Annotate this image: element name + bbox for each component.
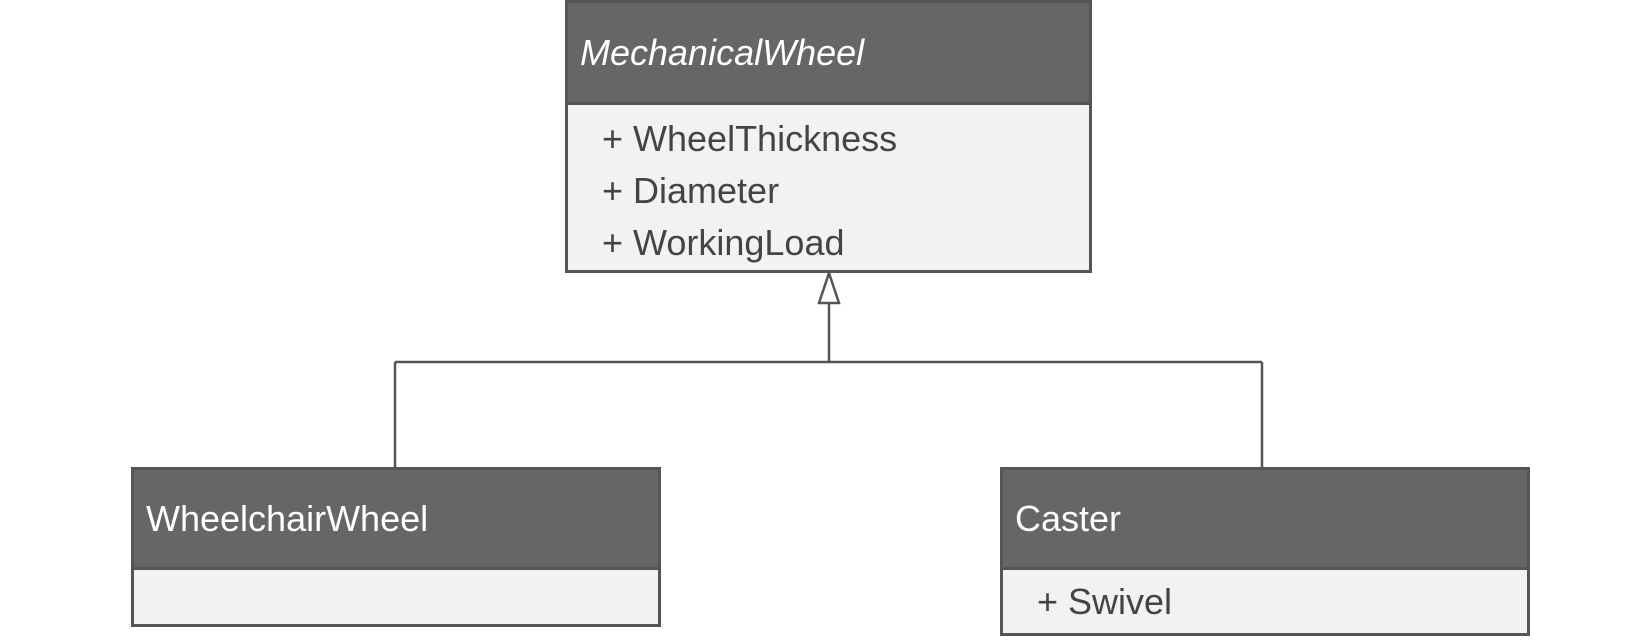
class-box-wheelchair-wheel: WheelchairWheel (131, 467, 661, 627)
class-box-caster: Caster + Swivel (1000, 467, 1530, 636)
attribute-swivel: + Swivel (1037, 581, 1173, 622)
attribute-list-caster: + Swivel (1003, 570, 1527, 628)
class-name-caster: Caster (1003, 470, 1527, 570)
class-box-mechanical-wheel: MechanicalWheel + WheelThickness + Diame… (565, 0, 1092, 273)
class-name-mechanical-wheel: MechanicalWheel (568, 3, 1089, 105)
attribute-working-load: + WorkingLoad (602, 222, 845, 263)
attribute-diameter: + Diameter (602, 170, 780, 211)
generalization-arrowhead (817, 269, 841, 305)
attribute-list-mechanical-wheel: + WheelThickness + Diameter + WorkingLoa… (568, 105, 1089, 269)
class-name-wheelchair-wheel: WheelchairWheel (134, 470, 658, 570)
attribute-wheel-thickness: + WheelThickness (602, 118, 898, 159)
